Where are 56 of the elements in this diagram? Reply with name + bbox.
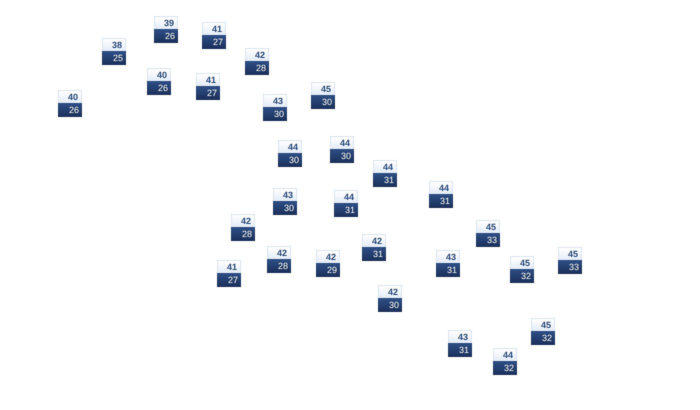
- low-value: 28: [231, 227, 255, 241]
- high-value: 43: [436, 250, 460, 263]
- high-value: 45: [510, 256, 534, 269]
- low-value: 30: [378, 298, 402, 312]
- low-value: 32: [493, 361, 517, 375]
- high-value: 44: [429, 181, 453, 194]
- high-value: 41: [202, 22, 226, 35]
- low-value: 32: [531, 331, 555, 345]
- low-value: 25: [102, 51, 126, 65]
- low-value: 30: [330, 149, 354, 163]
- low-value: 30: [263, 107, 287, 121]
- high-value: 44: [373, 160, 397, 173]
- high-value: 41: [196, 73, 220, 86]
- low-value: 29: [316, 263, 340, 277]
- high-value: 45: [558, 247, 582, 260]
- high-value: 43: [263, 94, 287, 107]
- low-value: 26: [147, 81, 171, 95]
- low-value: 31: [362, 247, 386, 261]
- high-value: 40: [58, 90, 82, 103]
- high-value: 43: [448, 330, 472, 343]
- low-value: 33: [476, 233, 500, 247]
- high-value: 45: [476, 220, 500, 233]
- high-value: 42: [245, 48, 269, 61]
- high-value: 42: [267, 246, 291, 259]
- low-value: 31: [334, 203, 358, 217]
- high-value: 42: [378, 285, 402, 298]
- low-value: 31: [448, 343, 472, 357]
- low-value: 33: [558, 260, 582, 274]
- low-value: 26: [154, 29, 178, 43]
- low-value: 27: [202, 35, 226, 49]
- high-value: 44: [493, 348, 517, 361]
- low-value: 28: [245, 61, 269, 75]
- low-value: 31: [429, 194, 453, 208]
- high-value: 41: [217, 260, 241, 273]
- high-value: 45: [531, 318, 555, 331]
- low-value: 30: [273, 201, 297, 215]
- low-value: 28: [267, 259, 291, 273]
- high-value: 43: [273, 188, 297, 201]
- low-value: 26: [58, 103, 82, 117]
- high-value: 44: [330, 136, 354, 149]
- low-value: 31: [436, 263, 460, 277]
- low-value: 30: [311, 95, 335, 109]
- low-value: 32: [510, 269, 534, 283]
- high-value: 42: [316, 250, 340, 263]
- high-value: 40: [147, 68, 171, 81]
- low-value: 27: [196, 86, 220, 100]
- low-value: 27: [217, 273, 241, 287]
- low-value: 31: [373, 173, 397, 187]
- high-value: 42: [231, 214, 255, 227]
- high-value: 44: [278, 140, 302, 153]
- low-value: 30: [278, 153, 302, 167]
- high-value: 45: [311, 82, 335, 95]
- high-value: 38: [102, 38, 126, 51]
- high-value: 42: [362, 234, 386, 247]
- high-value: 44: [334, 190, 358, 203]
- high-value: 39: [154, 16, 178, 29]
